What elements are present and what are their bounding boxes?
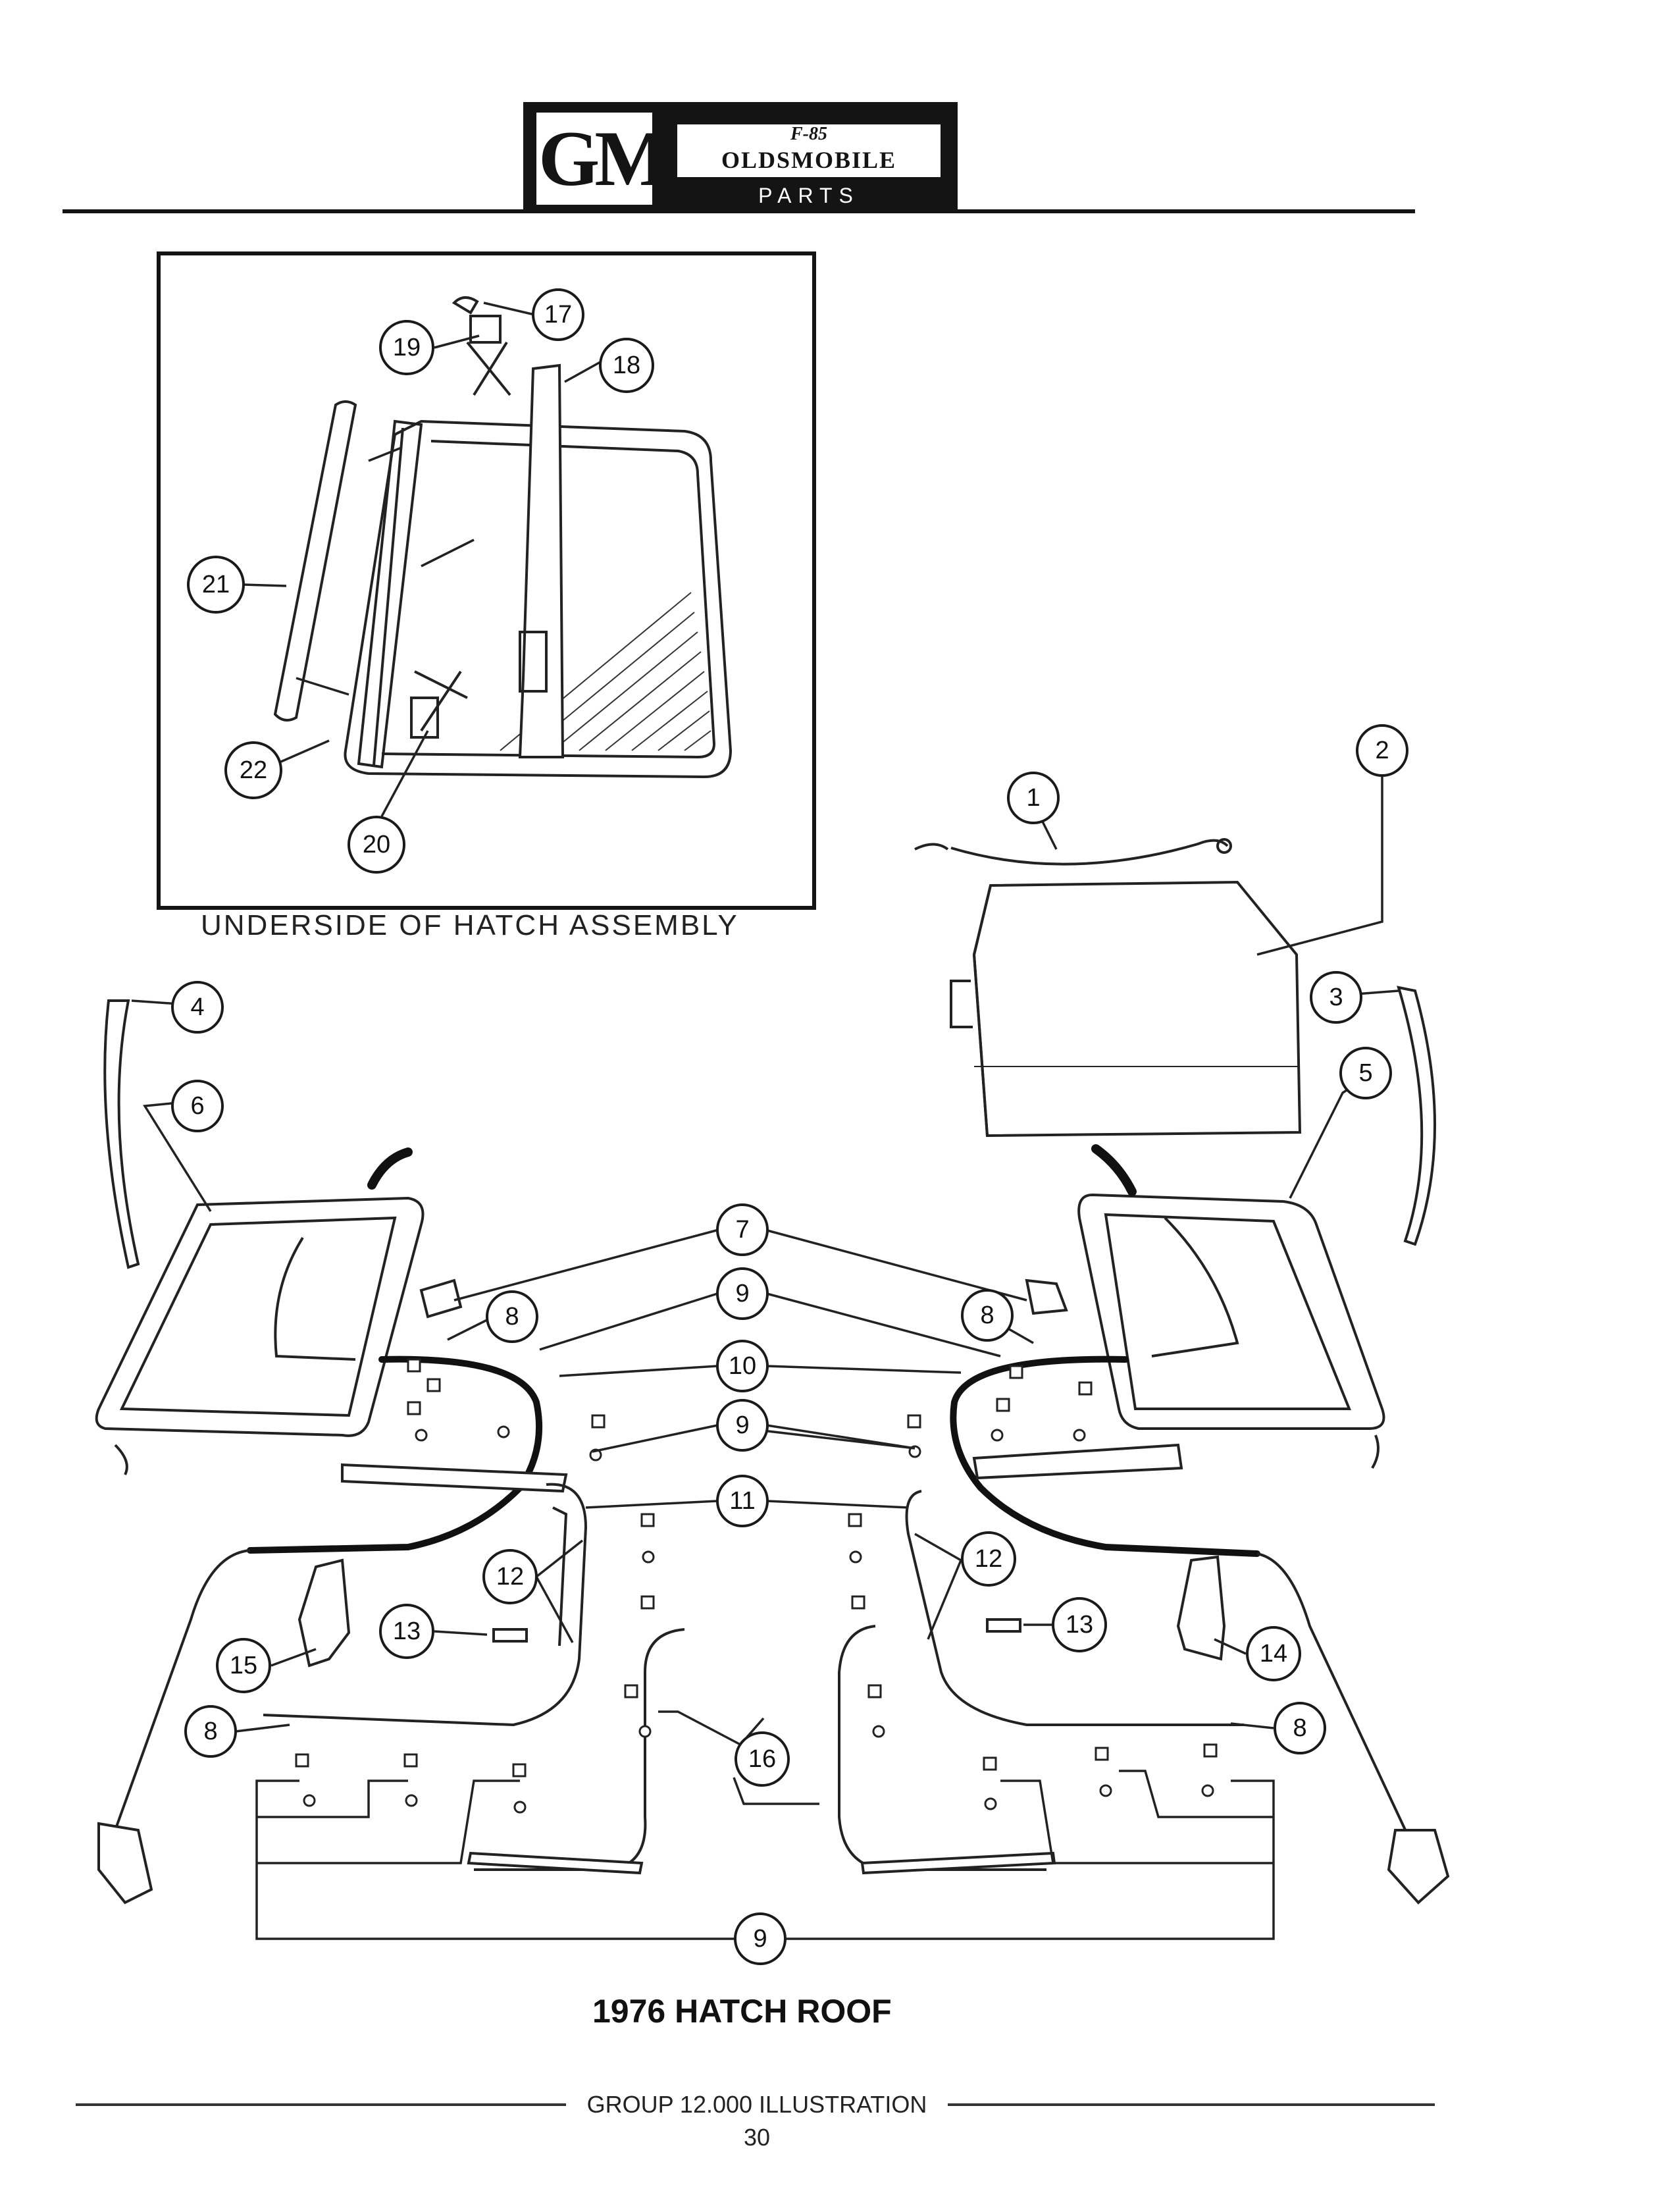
hatch-latch-upper: [452, 296, 511, 396]
callout-13-right: 13: [1052, 1597, 1107, 1652]
callout-9-bottom: 9: [734, 1912, 787, 1965]
svg-text:17: 17: [544, 301, 572, 329]
catalogue-label: PARTS CATALOGUE: [715, 184, 902, 234]
right-inner-trim: [905, 1443, 1244, 1726]
svg-text:3: 3: [1329, 984, 1343, 1011]
svg-text:8: 8: [505, 1303, 519, 1330]
hatch-storage-bag: [950, 880, 1302, 1138]
callout-12-left: 12: [482, 1549, 538, 1604]
svg-text:13: 13: [393, 1618, 421, 1645]
right-roof-rail-molding: [1397, 986, 1436, 1246]
callout-6: 6: [171, 1080, 224, 1132]
svg-text:7: 7: [735, 1216, 749, 1244]
svg-text:21: 21: [202, 571, 230, 598]
svg-text:10: 10: [729, 1352, 756, 1380]
fastener-clips: [295, 1358, 1218, 1814]
svg-text:18: 18: [613, 352, 640, 379]
svg-text:14: 14: [1260, 1640, 1287, 1668]
callout-7: 7: [716, 1203, 769, 1256]
footer-group-illustration: GROUP 12.000 ILLUSTRATION 30: [586, 2091, 927, 2151]
callout-3: 3: [1310, 971, 1362, 1024]
diagram-title: 1976 HATCH ROOF: [592, 1993, 892, 2030]
callout-13-left: 13: [379, 1604, 434, 1659]
callout-16: 16: [735, 1731, 790, 1787]
svg-text:16: 16: [748, 1745, 776, 1773]
hatch-seal-tube: [273, 400, 357, 722]
gm-oldsmobile-logo: GM F-85 OLDSMOBILE PARTS CATALOGUE: [523, 102, 958, 234]
svg-text:1: 1: [1026, 784, 1040, 812]
svg-text:13: 13: [1066, 1611, 1093, 1639]
hatch-reinforcement-bar: [518, 363, 565, 758]
svg-text:12: 12: [496, 1563, 524, 1591]
callout-19: 19: [379, 320, 434, 375]
brand-mark: F-85: [790, 124, 827, 144]
inset-caption: UNDERSIDE OF HATCH ASSEMBLY: [201, 909, 739, 941]
right-lower-trim: [838, 1625, 1056, 1875]
callout-5: 5: [1339, 1047, 1392, 1099]
callout-10: 10: [716, 1340, 769, 1392]
svg-text:2: 2: [1375, 737, 1389, 764]
hatch-weatherstrip: [357, 419, 423, 769]
callout-14: 14: [1246, 1626, 1301, 1681]
right-weatherstrip: [950, 1356, 1450, 1905]
svg-text:19: 19: [393, 334, 421, 361]
hatch-storage-strap: [914, 838, 1232, 866]
callout-8-left: 8: [486, 1290, 538, 1343]
callout-20: 20: [348, 816, 405, 874]
inset-frame: [157, 251, 816, 910]
svg-text:15: 15: [230, 1652, 257, 1679]
svg-text:8: 8: [980, 1302, 994, 1329]
svg-text:6: 6: [190, 1092, 204, 1120]
callouts-inset: 17 19 18 21 22 20: [187, 288, 654, 874]
gm-logo-letters: GM: [536, 113, 669, 205]
svg-text:11: 11: [729, 1487, 755, 1515]
svg-text:20: 20: [363, 831, 390, 858]
right-pillar-cover: [1176, 1555, 1226, 1661]
callout-4: 4: [171, 981, 224, 1034]
brand-name: OLDSMOBILE: [721, 147, 897, 173]
callout-22: 22: [224, 741, 282, 799]
callout-8-right: 8: [961, 1289, 1014, 1342]
left-latch-pad: [419, 1278, 463, 1319]
left-hatch-panel: [95, 1147, 425, 1475]
right-hatch-panel: [1077, 1144, 1385, 1469]
svg-text:9: 9: [735, 1411, 749, 1439]
callout-1: 1: [1007, 772, 1060, 824]
right-latch-pad: [1025, 1278, 1068, 1315]
left-roof-rail-molding: [103, 999, 140, 1269]
footer-rule-left: [76, 2103, 566, 2106]
footer-rule-right: [948, 2103, 1435, 2106]
callout-2: 2: [1356, 724, 1408, 777]
callout-8-lower-left: 8: [184, 1705, 237, 1758]
left-bumper: [492, 1628, 528, 1643]
right-bumper: [986, 1618, 1021, 1633]
callouts-main: 1 2 4 3 6 5 7 9 8 8 10 9 11 12 12 13 13 …: [171, 724, 1408, 1965]
callout-9-mid: 9: [716, 1399, 769, 1452]
left-lower-trim: [467, 1628, 685, 1875]
brand-panel: F-85 OLDSMOBILE: [677, 124, 941, 177]
svg-text:9: 9: [735, 1280, 749, 1307]
svg-text:8: 8: [203, 1718, 217, 1745]
svg-text:4: 4: [190, 993, 204, 1021]
hatch-latch-lower: [410, 670, 468, 739]
callout-9-top: 9: [716, 1267, 769, 1320]
callout-17: 17: [532, 288, 584, 341]
svg-text:22: 22: [240, 756, 267, 784]
callout-12-right: 12: [961, 1531, 1016, 1587]
svg-text:5: 5: [1358, 1059, 1372, 1087]
callout-8-lower-right: 8: [1274, 1702, 1326, 1754]
svg-text:12: 12: [975, 1545, 1002, 1573]
left-weatherstrip: [97, 1356, 543, 1905]
left-pillar-cover: [297, 1558, 351, 1668]
callout-15: 15: [216, 1638, 271, 1693]
callout-18: 18: [599, 338, 654, 393]
svg-text:8: 8: [1293, 1714, 1306, 1742]
callout-11: 11: [716, 1475, 769, 1527]
header-rule: [63, 209, 1415, 213]
svg-text:9: 9: [753, 1925, 767, 1953]
callout-21: 21: [187, 556, 245, 614]
left-inner-trim: [263, 1463, 588, 1727]
